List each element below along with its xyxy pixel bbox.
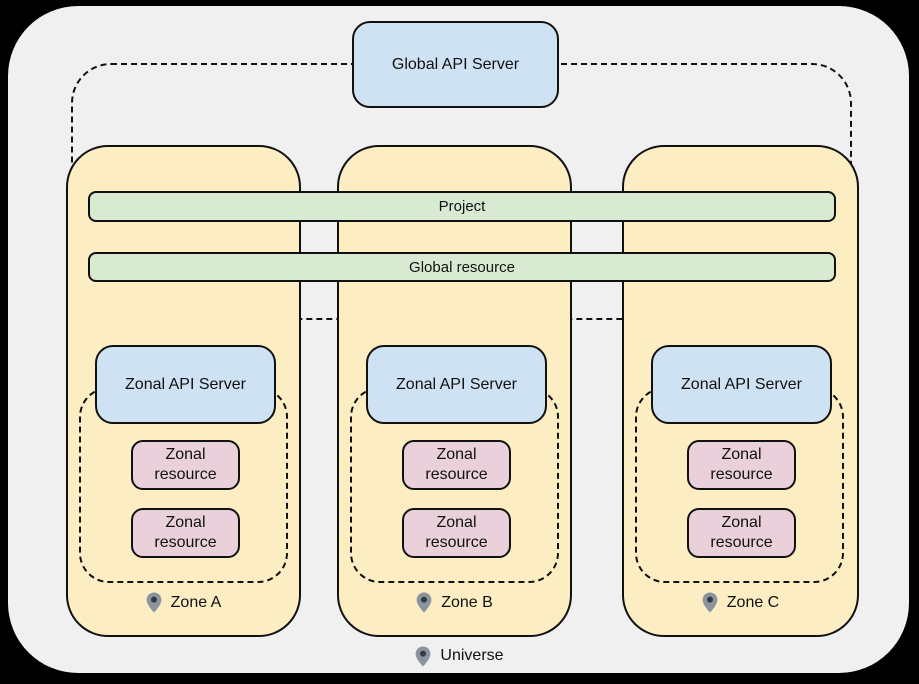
location-pin-icon <box>702 592 718 613</box>
zone-a-container: Zonal API Server Zonal resource Zonal re… <box>66 145 301 637</box>
zone-a-label-text: Zone A <box>170 593 222 611</box>
zone-a-zonal-resource-2: Zonal resource <box>131 508 240 558</box>
location-pin-icon <box>416 592 432 613</box>
zone-c-label-text: Zone C <box>726 593 780 611</box>
universe-label: Universe <box>0 643 919 669</box>
zone-b-zonal-api-server: Zonal API Server <box>366 345 547 424</box>
location-pin-icon <box>416 646 431 666</box>
zone-b-label-text: Zone B <box>441 593 493 611</box>
zone-c-container: Zonal API Server Zonal resource Zonal re… <box>622 145 859 637</box>
global-api-server: Global API Server <box>352 21 559 108</box>
zone-b-zonal-resource-1: Zonal resource <box>402 440 511 490</box>
location-pin-icon <box>146 592 162 613</box>
zone-b-container: Zonal API Server Zonal resource Zonal re… <box>337 145 572 637</box>
zone-c-zonal-resource-1: Zonal resource <box>687 440 796 490</box>
project-bar: Project <box>88 191 836 222</box>
zone-b-zonal-resource-2: Zonal resource <box>402 508 511 558</box>
global-resource-bar: Global resource <box>88 252 836 282</box>
zone-a-label: Zone A <box>68 592 299 613</box>
zone-a-zonal-api-server: Zonal API Server <box>95 345 276 424</box>
zone-b-label: Zone B <box>339 592 570 613</box>
universe-label-text: Universe <box>440 647 504 664</box>
zone-c-zonal-api-server: Zonal API Server <box>651 345 832 424</box>
zone-a-zonal-resource-1: Zonal resource <box>131 440 240 490</box>
zone-c-label: Zone C <box>624 592 857 613</box>
zone-c-zonal-resource-2: Zonal resource <box>687 508 796 558</box>
